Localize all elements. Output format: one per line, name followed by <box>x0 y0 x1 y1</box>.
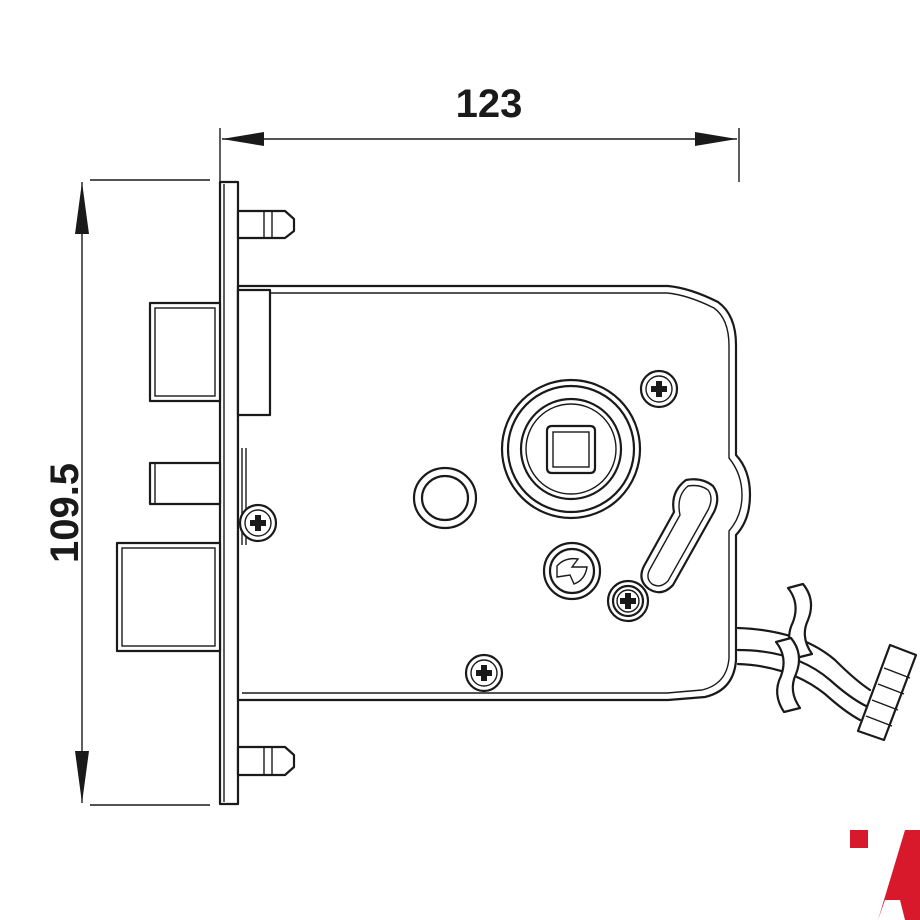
width-dimension: 123 <box>219 82 740 182</box>
screw-top-right <box>639 369 679 409</box>
upper-latch-bolt <box>148 301 222 403</box>
cylinder-follower <box>542 541 602 601</box>
dead-bolt <box>115 541 222 653</box>
height-dimension: 109.5 <box>43 179 210 806</box>
lock-case <box>236 284 752 702</box>
follower-hole <box>412 466 478 530</box>
height-dimension-label: 109.5 <box>43 463 87 563</box>
spindle-hub <box>500 378 642 520</box>
screw-lower-right <box>606 579 650 623</box>
screw-faceplate <box>238 503 278 543</box>
bottom-mounting-pin <box>236 745 296 777</box>
key-slot <box>640 478 719 594</box>
cable <box>736 582 918 742</box>
face-plate <box>218 180 240 806</box>
auxiliary-bolt <box>148 461 222 506</box>
width-dimension-label: 123 <box>456 82 523 126</box>
top-mounting-pin <box>236 209 296 240</box>
screw-bottom <box>464 653 504 693</box>
brand-logo <box>850 830 920 920</box>
